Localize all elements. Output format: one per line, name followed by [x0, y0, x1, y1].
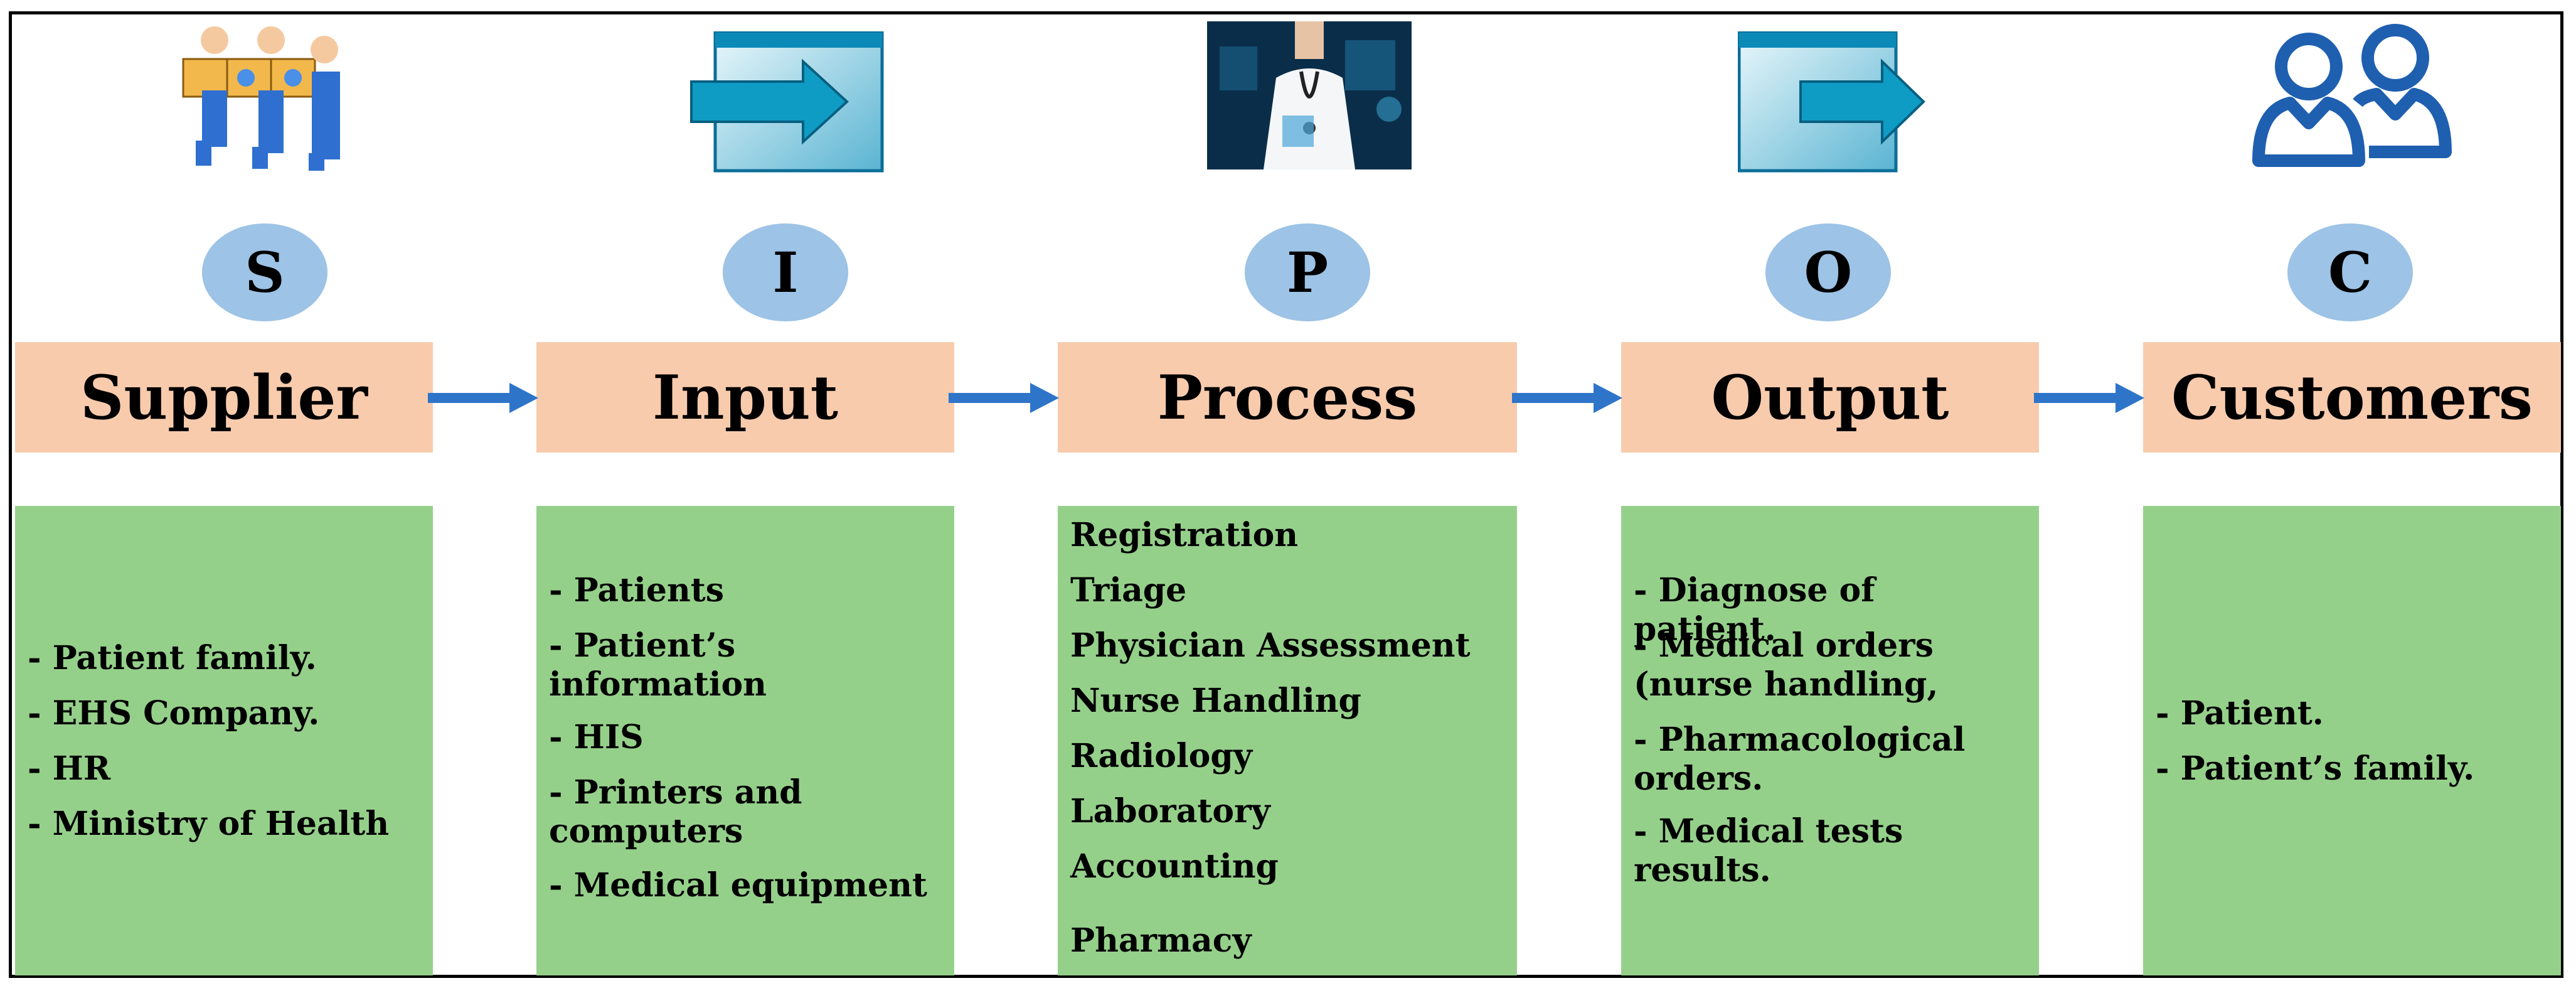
letter-circle-c: C: [2287, 223, 2413, 321]
list-item: - Printers and computers: [549, 773, 802, 851]
input-box: - Patients - Patient’s information - HIS…: [536, 506, 954, 975]
doctor-photo-icon: [1207, 21, 1412, 169]
customers-users-icon: [2252, 24, 2452, 167]
list-item: Laboratory: [1070, 792, 1270, 830]
list-item: Pharmacy: [1070, 921, 1252, 960]
list-item: Registration: [1070, 516, 1299, 554]
header-process: Process: [1058, 342, 1517, 453]
list-item: Nurse Handling: [1070, 682, 1361, 720]
list-item: - HR: [28, 749, 111, 788]
arrow-output-to-customers: [2034, 383, 2144, 413]
list-item: Physician Assessment: [1070, 626, 1471, 665]
list-item: - Medical tests results.: [1634, 812, 1903, 890]
list-item: - Patient family.: [28, 639, 317, 677]
list-item: - Patient.: [2156, 694, 2324, 733]
header-customers: Customers: [2143, 342, 2561, 453]
header-input: Input: [536, 342, 954, 453]
output-box: - Diagnose of patient. - Medical orders …: [1621, 506, 2039, 975]
list-item: - Patients: [549, 571, 725, 609]
customers-box: - Patient. - Patient’s family.: [2143, 506, 2561, 975]
letter-circle-p: P: [1245, 223, 1370, 321]
list-item: - Patient’s information: [549, 626, 767, 704]
letter-circle-s: S: [202, 223, 327, 321]
arrow-process-to-output: [1512, 383, 1622, 413]
arrow-input-to-process: [949, 383, 1059, 413]
supplier-box: - Patient family. - EHS Company. - HR - …: [15, 506, 433, 975]
letter-circle-o: O: [1765, 223, 1891, 321]
list-item: Accounting: [1070, 847, 1279, 886]
workers-carrying-boxes-icon: [182, 26, 340, 171]
arrow-supplier-to-input: [428, 383, 538, 413]
list-item: Radiology: [1070, 737, 1252, 775]
list-item: - Medical equipment: [549, 866, 927, 904]
letter-circle-i: I: [723, 223, 848, 321]
list-item: - HIS: [549, 718, 644, 756]
list-item: - Patient’s family.: [2156, 749, 2475, 788]
input-arrow-window-icon: [690, 31, 884, 173]
list-item: Triage: [1070, 571, 1187, 609]
process-box: Registration Triage Physician Assessment…: [1058, 506, 1517, 975]
list-item: - Diagnose of patient.: [1634, 571, 1875, 649]
output-arrow-window-icon: [1738, 31, 1925, 173]
list-item: - Ministry of Health: [28, 805, 390, 843]
list-item: - Medical orders (nurse handling,: [1634, 626, 1939, 704]
list-item: - Pharmacological orders.: [1634, 721, 1966, 798]
header-supplier: Supplier: [15, 342, 433, 453]
header-output: Output: [1621, 342, 2039, 453]
list-item: - EHS Company.: [28, 694, 320, 733]
